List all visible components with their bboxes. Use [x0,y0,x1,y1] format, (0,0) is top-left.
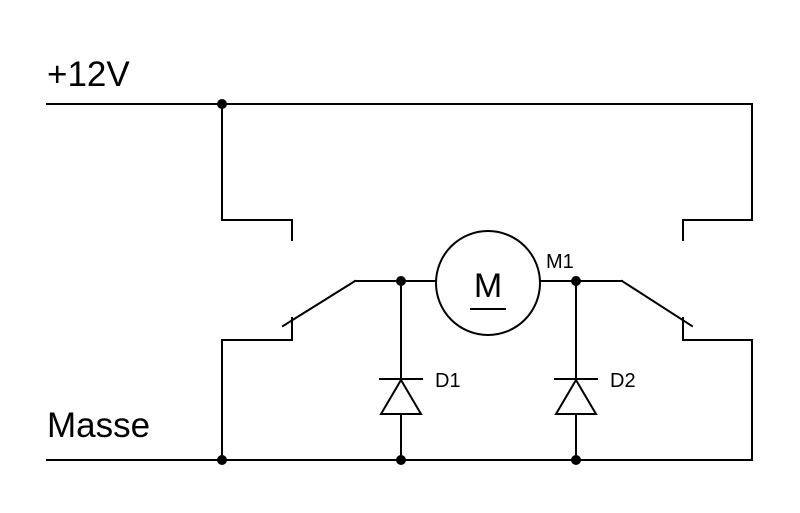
diode-d2-triangle [554,378,598,415]
junction-dot-ground-left [217,455,227,465]
motor-symbol-letter: M [474,267,502,305]
left-changeover-switch [221,219,437,341]
motor-designator: M1 [546,251,574,273]
motor-m1: M M1 [435,230,574,336]
diode-d2: D2 [554,280,636,461]
diode-d1-label: D1 [435,370,461,392]
junction-dot-d1-bottom [396,455,406,465]
junction-dot-d1-top [396,276,406,286]
diode-d1: D1 [379,280,461,461]
ground-rail-label: Masse [47,406,150,445]
diode-d2-label: D2 [610,370,636,392]
diode-d1-triangle [379,378,423,415]
junction-dot-supply [217,99,227,109]
junction-dot-d2-bottom [571,455,581,465]
motor-circle [435,230,541,336]
junction-dot-d2-top [571,276,581,286]
supply-rail-label: +12V [47,55,130,94]
junction-dots [217,99,581,465]
ground-rail [46,339,753,461]
supply-rail [46,103,753,221]
